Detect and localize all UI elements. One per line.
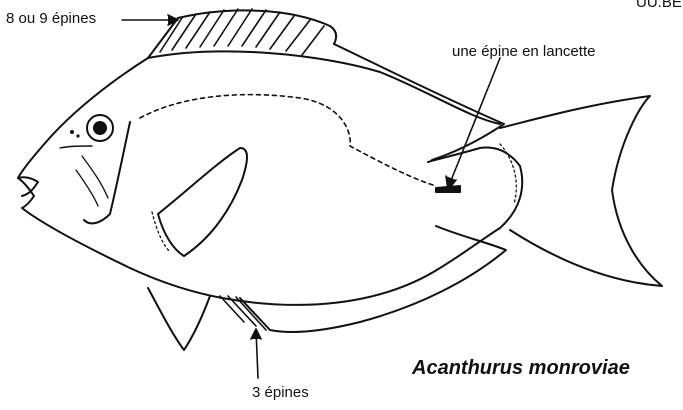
lancet-spine-label: une épine en lancette	[452, 43, 595, 60]
operculum-lines	[76, 156, 108, 206]
dorsal-spines-label: 8 ou 9 épines	[6, 10, 96, 27]
pectoral-fin-base	[152, 212, 170, 252]
soft-dorsal-fin	[334, 44, 504, 160]
species-name: Acanthurus monroviae	[412, 357, 630, 380]
nostril-2	[76, 134, 79, 137]
lateral-line	[140, 95, 436, 186]
caudal-peduncle	[500, 144, 516, 204]
eye-pupil	[94, 122, 106, 134]
anal-spines-label: 3 épines	[252, 384, 309, 401]
pelvic-fin	[148, 288, 210, 350]
corner-header-text: ÚÚ.BE	[636, 0, 682, 11]
caudal-fin	[500, 96, 662, 286]
anal-spines-arrowhead	[251, 329, 261, 339]
nostril	[70, 130, 74, 134]
pectoral-fin	[158, 148, 247, 256]
anal-fin	[240, 226, 506, 332]
eye-ridge	[60, 146, 92, 148]
back-line	[148, 51, 500, 124]
